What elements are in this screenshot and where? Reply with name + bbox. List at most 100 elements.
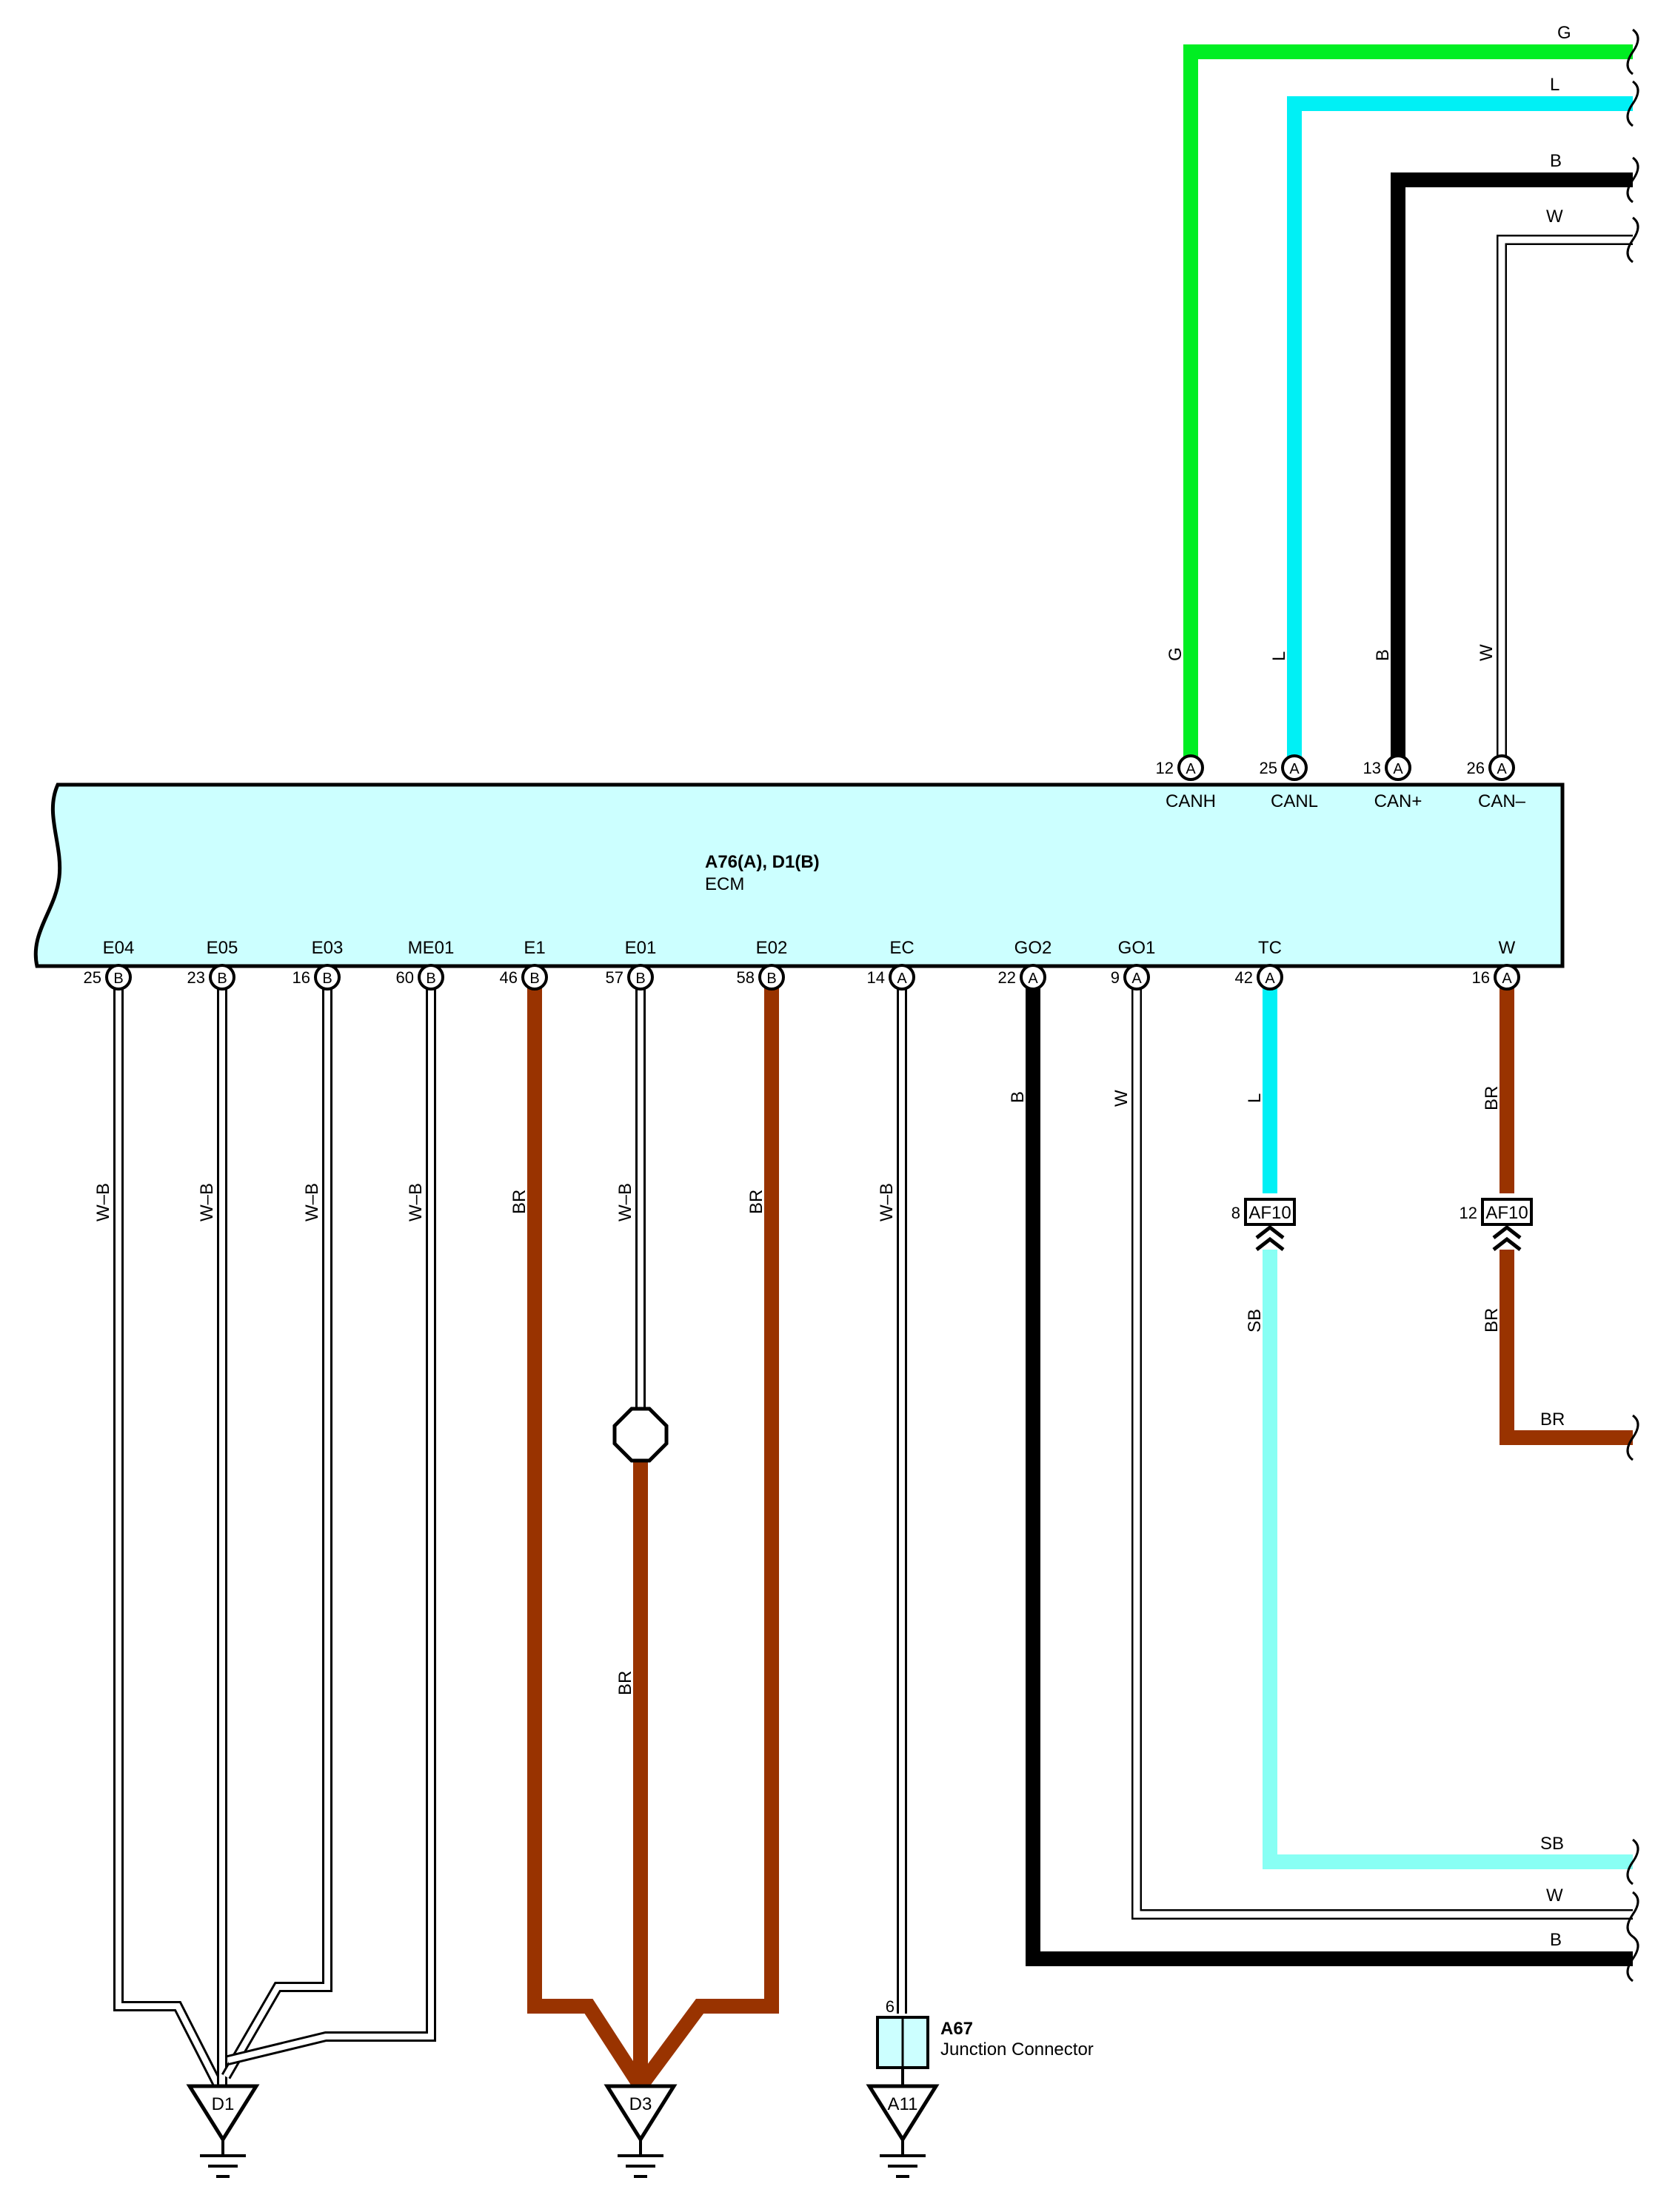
- wire-break-marks: [1626, 28, 1639, 1983]
- terminal-tc: A 42 TC L: [1235, 938, 1283, 1103]
- terminal-name: CAN+: [1374, 791, 1422, 811]
- connector-letter: B: [217, 971, 227, 987]
- terminal-name: W: [1499, 938, 1516, 958]
- wire-color-label: BR: [509, 1190, 529, 1214]
- terminal-e05: B 23 E05 W–B: [187, 938, 238, 1221]
- connector-id: AF10: [1485, 1203, 1528, 1223]
- pin-number: 13: [1363, 759, 1381, 777]
- wire-canh-g: [1183, 44, 1633, 768]
- terminal-name: TC: [1258, 938, 1282, 958]
- pin-number: 23: [187, 968, 205, 987]
- splice-point: BR: [612, 1407, 669, 1695]
- wires: [113, 44, 1633, 2091]
- pin-number: 22: [998, 968, 1016, 987]
- edge-label-g: G: [1557, 23, 1571, 43]
- edge-label-w-bottom: W: [1546, 1886, 1563, 1906]
- pin-number: 9: [1111, 968, 1120, 987]
- terminal-name: ME01: [408, 938, 455, 958]
- edge-label-b-top: B: [1550, 151, 1562, 171]
- connector-letter: A: [1131, 971, 1142, 987]
- wire-tc: [1263, 977, 1633, 1869]
- terminal-name: GO2: [1014, 938, 1052, 958]
- wire-color-label: SB: [1245, 1309, 1265, 1333]
- terminal-e03: B 16 E03 W–B: [292, 938, 344, 1221]
- pin-number: 14: [867, 968, 885, 987]
- connector-letter: A: [1028, 971, 1038, 987]
- wire-color-label: L: [1269, 651, 1289, 661]
- connector-letter: A: [1265, 971, 1275, 987]
- edge-label-b-bottom: B: [1550, 1930, 1562, 1950]
- connector-letter: B: [529, 971, 539, 987]
- terminal-canh: A 12 CANH G: [1156, 647, 1216, 811]
- wire-color-label: BR: [1482, 1308, 1502, 1333]
- edge-label-sb: SB: [1540, 1834, 1564, 1854]
- ecm-top-terminals: A 12 CANH G A 25 CANL L A 13 CAN+ B A 26…: [1156, 644, 1526, 811]
- right-edge-labels: G L B W BR SB W B: [1540, 23, 1571, 1950]
- junction-connector-a67: 6 A67 Junction Connector: [876, 1997, 1094, 2086]
- terminal-me01: B 60 ME01 W–B: [396, 938, 455, 1221]
- wire-color-label: BR: [1482, 1086, 1502, 1110]
- pin-number: 12: [1460, 1204, 1477, 1222]
- terminal-name: CANH: [1166, 791, 1216, 811]
- wire-canminus-w: [1497, 235, 1633, 768]
- terminal-name: E1: [524, 938, 545, 958]
- connector-letter: A: [1186, 761, 1196, 777]
- ground-d1: D1: [186, 2084, 260, 2178]
- pin-number: 16: [1472, 968, 1490, 987]
- terminal-name: E04: [103, 938, 135, 958]
- connector-letter: A: [1497, 761, 1507, 777]
- pin-number: 26: [1467, 759, 1485, 777]
- pin-number: 16: [292, 968, 310, 987]
- wire-color-label: W–B: [93, 1183, 113, 1221]
- wire-group-d3: [527, 977, 779, 2091]
- terminal-canplus: A 13 CAN+ B: [1363, 649, 1422, 811]
- connector-letter: A: [1393, 761, 1403, 777]
- ecm-id: A76(A), D1(B): [705, 852, 820, 872]
- terminal-canminus: A 26 CAN– W: [1467, 644, 1526, 811]
- connector-id: A67: [940, 2019, 973, 2039]
- wire-color-label: W–B: [197, 1183, 217, 1221]
- wire-color-label: W: [1477, 644, 1497, 661]
- pin-number: 8: [1231, 1204, 1240, 1222]
- wire-color-label: W–B: [406, 1183, 426, 1221]
- terminal-name: E01: [625, 938, 657, 958]
- inline-connector-af10-12: AF10 12 BR: [1460, 1198, 1533, 1333]
- pin-number: 6: [886, 1997, 895, 2016]
- terminal-e02: B 58 E02 BR: [737, 938, 788, 1214]
- connector-letter: B: [322, 971, 332, 987]
- terminal-w: A 16 W BR: [1472, 938, 1520, 1110]
- pin-number: 42: [1235, 968, 1253, 987]
- pin-number: 25: [84, 968, 101, 987]
- pin-number: 57: [606, 968, 623, 987]
- pin-number: 60: [396, 968, 414, 987]
- ground-id: A11: [888, 2094, 918, 2114]
- connector-id: AF10: [1248, 1203, 1291, 1223]
- wire-color-label: W–B: [877, 1183, 897, 1221]
- terminal-canl: A 25 CANL L: [1260, 651, 1319, 811]
- wire-color-label: L: [1245, 1093, 1265, 1103]
- connector-letter: A: [1502, 971, 1512, 987]
- ground-id: D1: [212, 2094, 235, 2114]
- wire-group-d1: [113, 977, 436, 2089]
- connector-letter: B: [426, 971, 435, 987]
- connector-letter: B: [113, 971, 123, 987]
- terminal-name: GO1: [1118, 938, 1156, 958]
- wire-go2-b: [1026, 977, 1633, 1966]
- connector-name: Junction Connector: [940, 2040, 1094, 2059]
- terminal-name: CANL: [1271, 791, 1318, 811]
- wire-go1-w: [1131, 977, 1633, 1920]
- wire-color-label: BR: [746, 1190, 766, 1214]
- ecm-box: A76(A), D1(B) ECM: [33, 782, 1565, 968]
- inline-connector-af10-8: AF10 8 SB: [1231, 1198, 1296, 1333]
- wire-canplus-b: [1391, 172, 1633, 768]
- ecm-bottom-terminals: B 25 E04 W–B B 23 E05 W–B B 16 E03 W–B B…: [84, 938, 1520, 1221]
- wire-color-label: W–B: [615, 1183, 635, 1221]
- terminal-name: E02: [756, 938, 788, 958]
- terminal-name: E05: [207, 938, 238, 958]
- ground-id: D3: [629, 2094, 652, 2114]
- terminal-ec: A 14 EC W–B: [867, 938, 915, 1221]
- connector-letter: B: [635, 971, 645, 987]
- wire-canl-l: [1287, 96, 1633, 768]
- wire-color-label: G: [1166, 647, 1186, 661]
